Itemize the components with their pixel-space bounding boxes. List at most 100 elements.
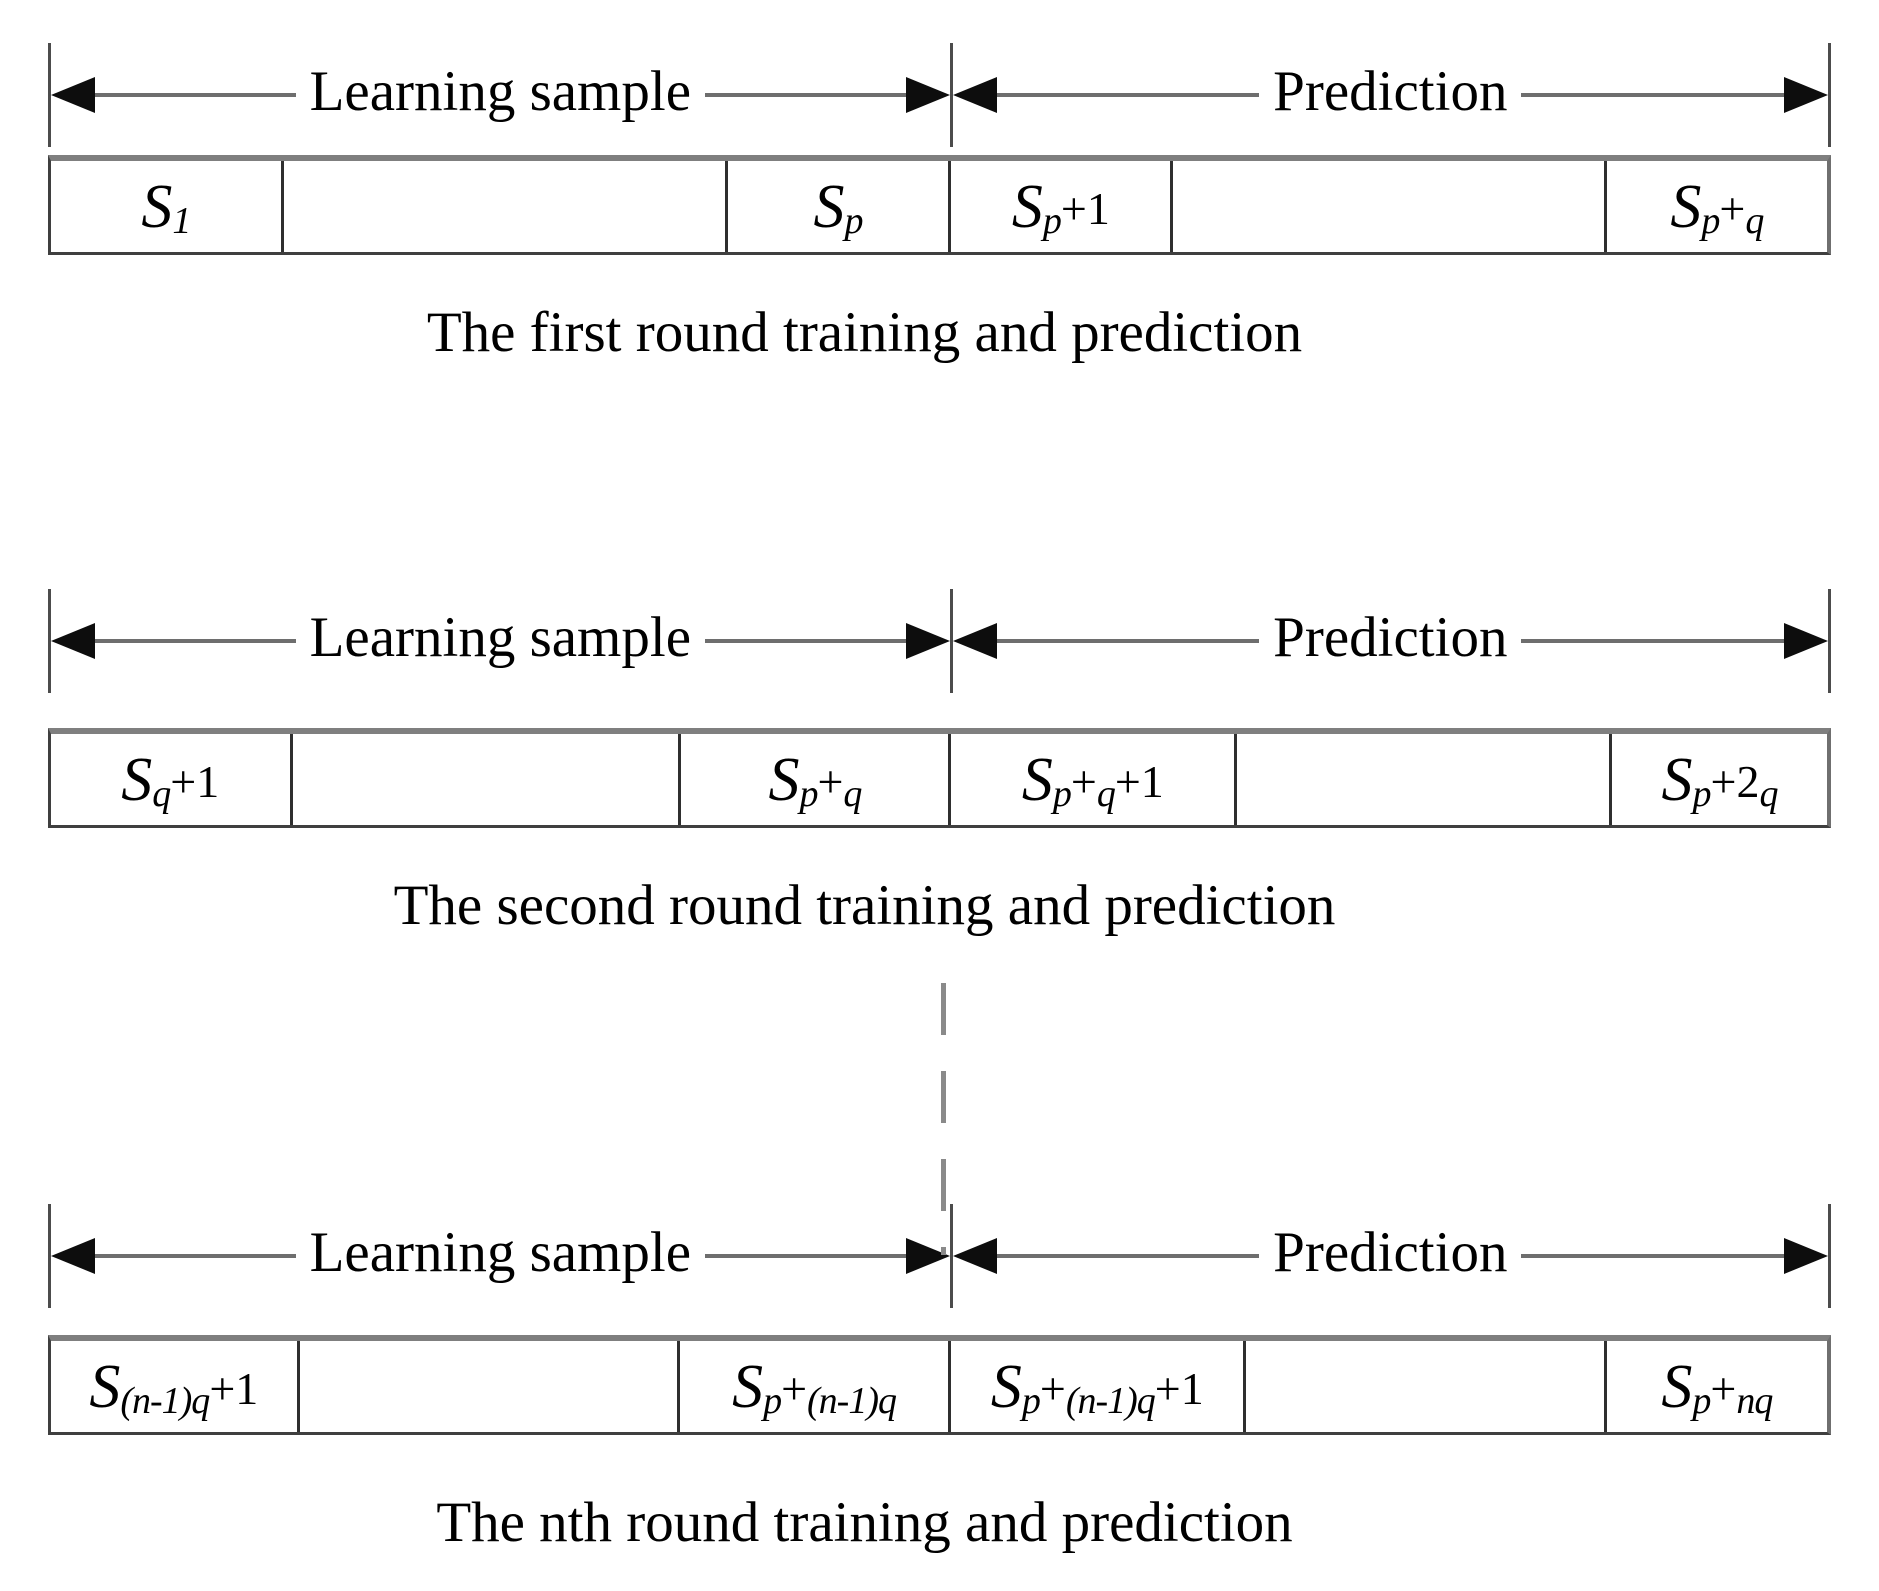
cell-label-segment: S — [141, 172, 173, 241]
arrow-line — [1521, 93, 1785, 97]
cell-label-segment: +1 — [1154, 1362, 1204, 1414]
cell-label-segment: S — [1661, 1352, 1693, 1421]
arrow-line — [1521, 639, 1785, 643]
measure-header-roundn: Learning sample Prediction — [48, 1203, 1831, 1309]
cell-label-segment: q — [1745, 199, 1764, 242]
bar-cell-empty — [284, 161, 728, 252]
learning-span-roundn: Learning sample — [51, 1203, 950, 1309]
cell-label-segment: S — [732, 1352, 764, 1421]
arrow-line — [996, 93, 1260, 97]
learning-sample-label: Learning sample — [309, 605, 692, 669]
cell-label-segment: +1 — [170, 755, 220, 807]
bar-cell-empty — [1246, 1341, 1607, 1432]
center-tick — [949, 1204, 953, 1308]
arrowhead-right-icon — [905, 77, 950, 113]
arrow-line — [705, 93, 906, 97]
cell-label-segment: q — [152, 772, 171, 815]
prediction-label: Prediction — [1273, 1220, 1508, 1284]
cell-label-segment: S — [768, 745, 800, 814]
cell-label-segment: p — [1701, 199, 1720, 242]
bar-cell-empty — [1237, 734, 1613, 825]
learning-span-round2: Learning sample — [51, 588, 950, 694]
arrowhead-right-icon — [1784, 1238, 1829, 1274]
cell-label-segment: +1 — [1060, 182, 1110, 234]
cell-label-segment: S — [1011, 172, 1043, 241]
arrowhead-left-icon — [952, 623, 997, 659]
cell-label-segment: +1 — [209, 1362, 259, 1414]
cell-label-segment: S — [990, 1352, 1022, 1421]
cell-label-segment: S — [813, 172, 845, 241]
arrowhead-left-icon — [51, 77, 95, 113]
arrow-line — [95, 639, 296, 643]
cell-label-segment: p — [844, 199, 864, 242]
cell-label-segment: + — [1719, 182, 1746, 234]
learning-span-round1: Learning sample — [51, 42, 950, 148]
cell-label-segment: p — [1052, 772, 1072, 815]
cell-label-segment: + — [781, 1362, 808, 1414]
cell-label-segment: + — [1070, 755, 1097, 807]
cell-label-segment: S — [1661, 745, 1693, 814]
cell-label-segment: p — [1021, 1379, 1041, 1422]
caption-roundn: The nth round training and prediction — [436, 1491, 1293, 1554]
cell-label-segment: (n-1)q — [1065, 1379, 1156, 1422]
arrowhead-right-icon — [1784, 77, 1829, 113]
prediction-span-round2: Prediction — [952, 588, 1829, 694]
cell-label-segment: +2 — [1710, 755, 1760, 807]
cell-label-segment: q — [843, 772, 862, 815]
left-tick — [48, 43, 51, 147]
prediction-label: Prediction — [1273, 605, 1508, 669]
bar-cell-empty — [300, 1341, 680, 1432]
measure-header-round1: Learning sample Prediction — [48, 42, 1831, 148]
cell-label-segment: + — [1710, 1362, 1737, 1414]
arrow-line — [95, 93, 296, 97]
caption-round2: The second round training and prediction — [393, 874, 1336, 937]
arrow-line — [996, 639, 1260, 643]
cell-label-segment: 1 — [172, 199, 191, 242]
bar-cell-empty — [1173, 161, 1607, 252]
left-tick — [48, 589, 51, 693]
arrowhead-left-icon — [952, 1238, 997, 1274]
cell-label-segment: S — [1670, 172, 1702, 241]
cell-label-segment: q — [1096, 772, 1116, 815]
cell-label-segment: S — [121, 745, 153, 814]
learning-sample-label: Learning sample — [309, 59, 692, 123]
cell-label-segment: (n-1)q — [120, 1379, 210, 1422]
prediction-span-roundn: Prediction — [952, 1203, 1829, 1309]
prediction-span-round1: Prediction — [952, 42, 1829, 148]
arrowhead-right-icon — [1784, 623, 1829, 659]
cell-label-segment: nq — [1736, 1379, 1773, 1422]
bar-cell: S(n-1)q+1 — [51, 1341, 300, 1432]
right-tick — [1828, 1204, 1831, 1308]
prediction-label: Prediction — [1273, 59, 1508, 123]
learning-sample-label: Learning sample — [309, 1220, 692, 1284]
cell-label-segment: p — [799, 772, 818, 815]
right-tick — [1828, 589, 1831, 693]
arrow-line — [95, 1254, 296, 1258]
cell-label-segment: + — [1039, 1362, 1066, 1414]
cell-label-segment: + — [817, 755, 844, 807]
cell-label-segment: q — [1759, 772, 1778, 815]
caption-round1: The first round training and prediction — [426, 301, 1303, 364]
center-tick — [949, 589, 953, 693]
cell-label-segment: p — [1042, 199, 1062, 242]
arrow-line — [996, 1254, 1260, 1258]
arrowhead-left-icon — [51, 1238, 95, 1274]
arrow-line — [1521, 1254, 1785, 1258]
cell-label-segment: p — [1692, 1379, 1711, 1422]
bar-cell-empty — [293, 734, 682, 825]
measure-header-round2: Learning sample Prediction — [48, 588, 1831, 694]
center-tick — [949, 43, 953, 147]
cell-label-segment: (n-1)q — [807, 1379, 897, 1422]
arrow-line — [705, 639, 906, 643]
arrowhead-right-icon — [905, 623, 950, 659]
